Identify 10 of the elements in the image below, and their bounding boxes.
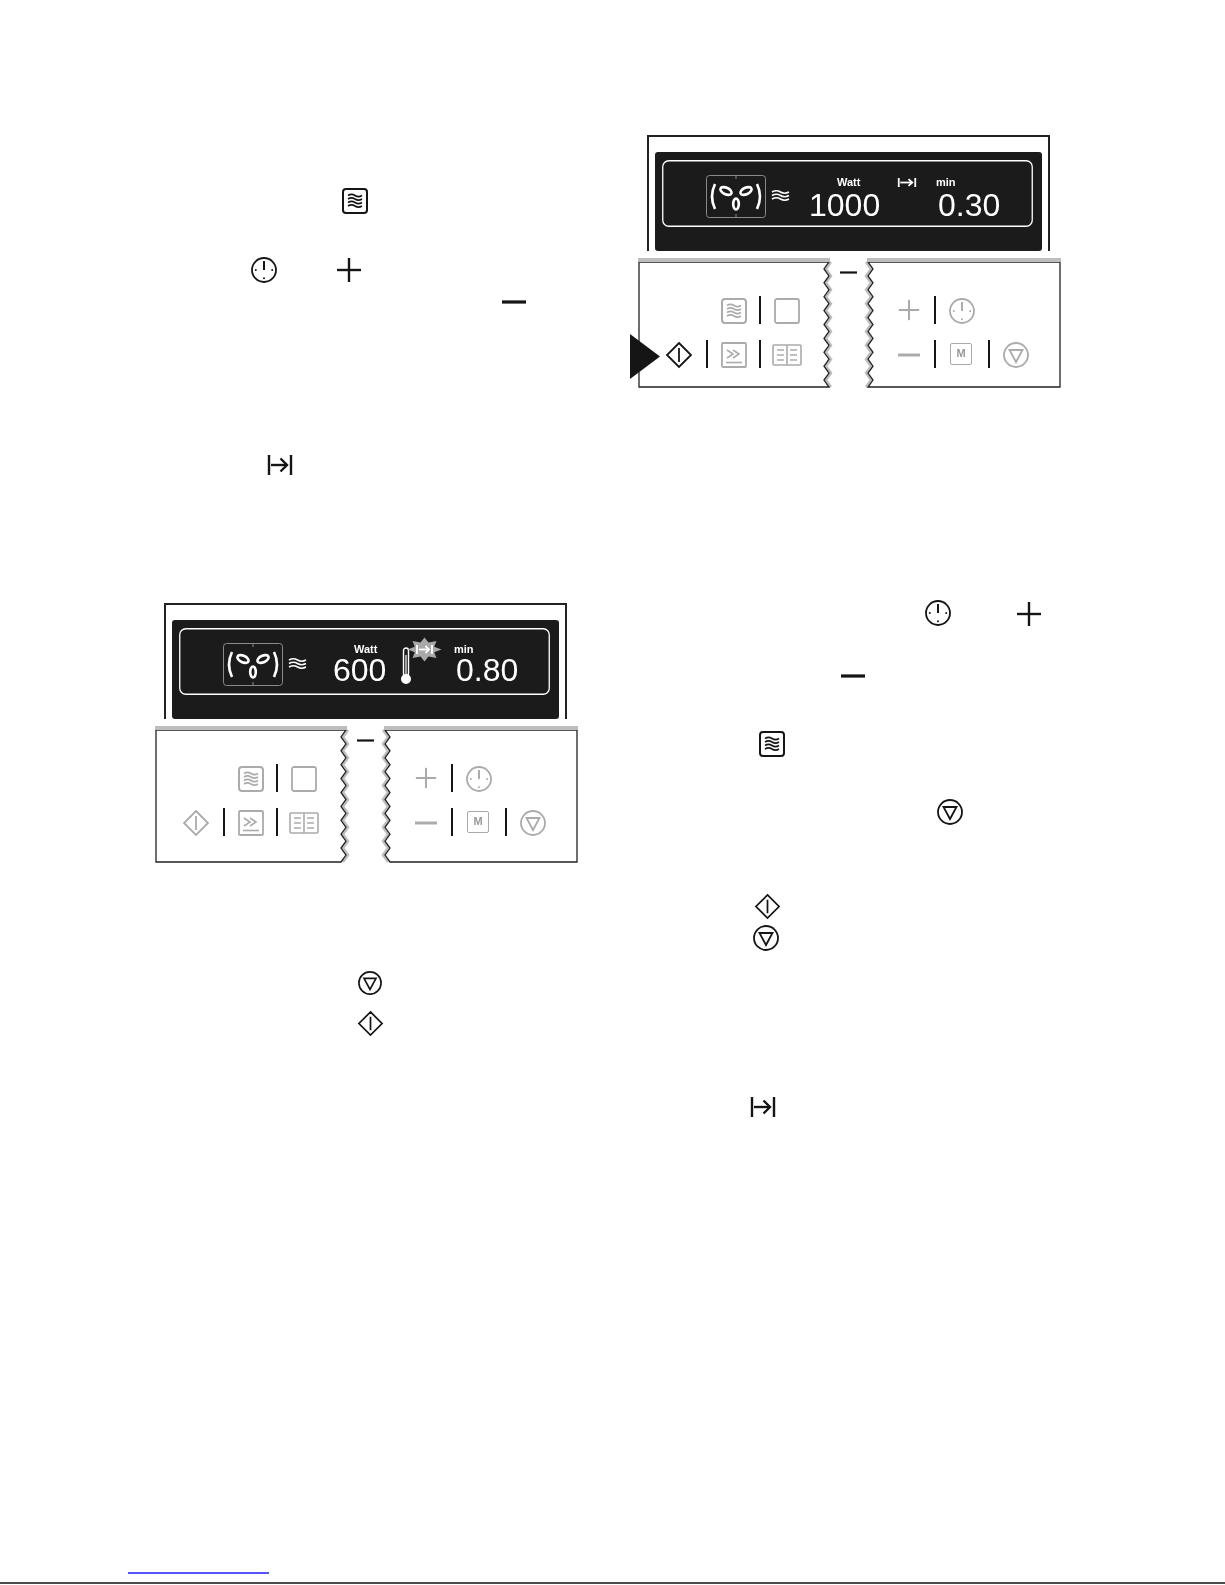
power-readout: 1000 bbox=[809, 192, 881, 218]
letter-key: M bbox=[467, 811, 489, 833]
unit-label: min bbox=[454, 644, 474, 655]
unit-label: Watt bbox=[837, 177, 861, 188]
letter-key: M bbox=[950, 343, 972, 365]
unit-label: Watt bbox=[354, 644, 378, 655]
unit-label: min bbox=[936, 177, 956, 188]
time-readout: 0.30 bbox=[938, 192, 1001, 218]
power-readout: 600 bbox=[333, 657, 387, 683]
time-readout: 0.80 bbox=[456, 657, 519, 683]
